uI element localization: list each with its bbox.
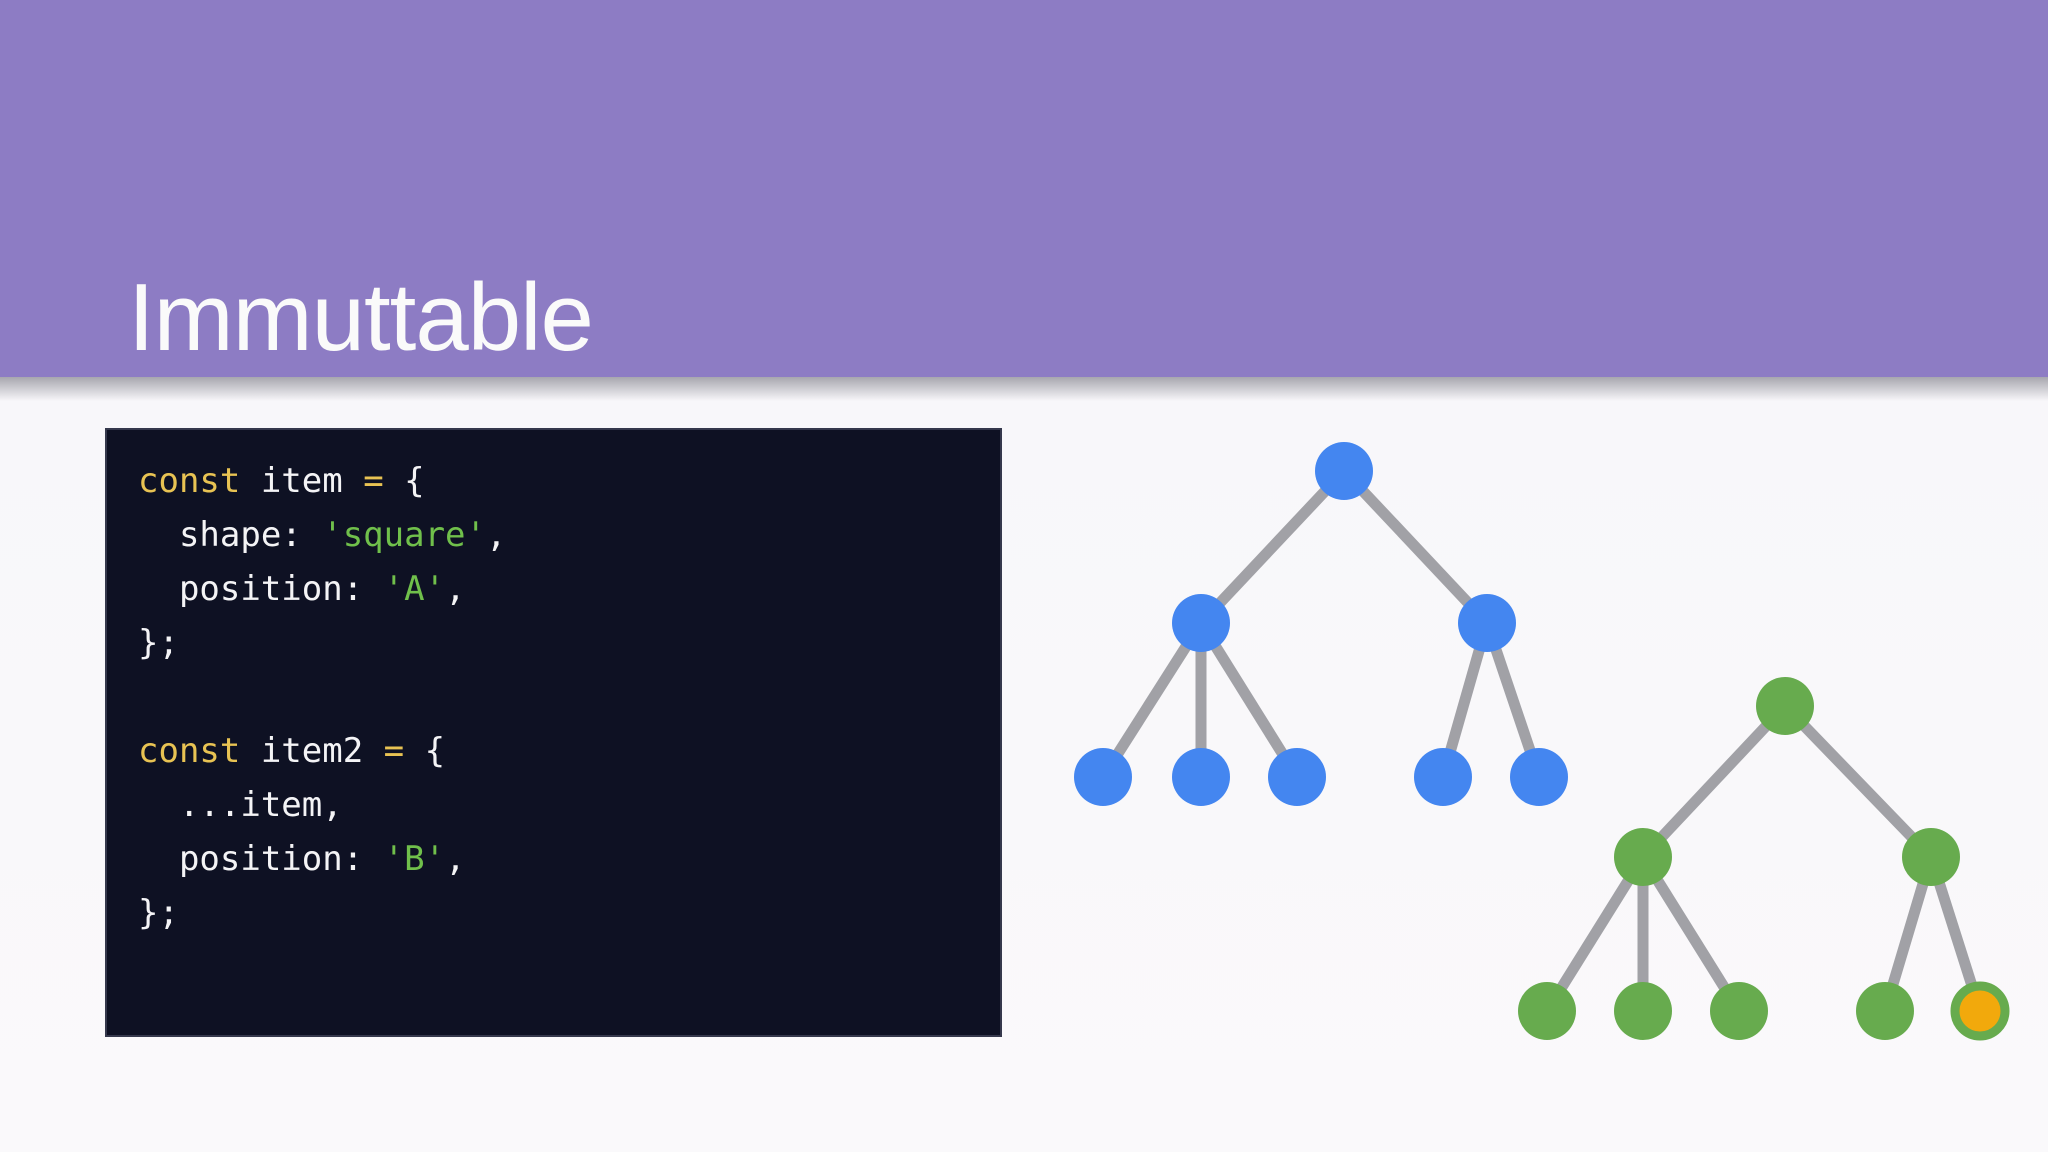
- tree-node: [1518, 982, 1576, 1040]
- tree-node: [1315, 442, 1373, 500]
- code-line: position: 'B',: [138, 839, 466, 879]
- tree-node: [1172, 748, 1230, 806]
- code-line: const item2 = {: [138, 731, 446, 771]
- tree-diagrams: [1074, 442, 2010, 1041]
- tree-node: [1510, 748, 1568, 806]
- tree-edge: [1781, 702, 1935, 861]
- tree-node: [1856, 982, 1914, 1040]
- code-line: const item = {: [138, 461, 425, 501]
- tree-edge: [1638, 702, 1790, 861]
- copied-item2-tree: [1518, 677, 2010, 1041]
- tree-node: [1614, 828, 1672, 886]
- tree-edge: [1542, 854, 1648, 1014]
- slide-title: Immuttable: [128, 264, 594, 372]
- code-line: ...item,: [138, 785, 343, 825]
- tree-edge: [1339, 467, 1492, 627]
- tree-node: [1902, 828, 1960, 886]
- tree-node: [1458, 594, 1516, 652]
- tree-node-changed: [1950, 981, 2010, 1041]
- tree-node: [1756, 677, 1814, 735]
- code-line: };: [138, 893, 179, 933]
- code-line: shape: 'square',: [138, 515, 507, 555]
- tree-node: [1074, 748, 1132, 806]
- tree-node: [1614, 982, 1672, 1040]
- code-block: const item = { shape: 'square', position…: [105, 428, 1002, 1037]
- tree-edge: [1196, 620, 1302, 780]
- code-line: };: [138, 623, 179, 663]
- tree-node: [1172, 594, 1230, 652]
- tree-edge: [1638, 854, 1744, 1014]
- original-item-tree: [1074, 442, 1568, 806]
- title-banner: [0, 0, 2048, 401]
- tree-node: [1710, 982, 1768, 1040]
- tree-node: [1414, 748, 1472, 806]
- code-snippet: const item = { shape: 'square', position…: [107, 430, 1000, 940]
- code-line: position: 'A',: [138, 569, 466, 609]
- tree-edge: [1098, 620, 1206, 780]
- tree-edge: [1196, 467, 1349, 627]
- tree-node: [1268, 748, 1326, 806]
